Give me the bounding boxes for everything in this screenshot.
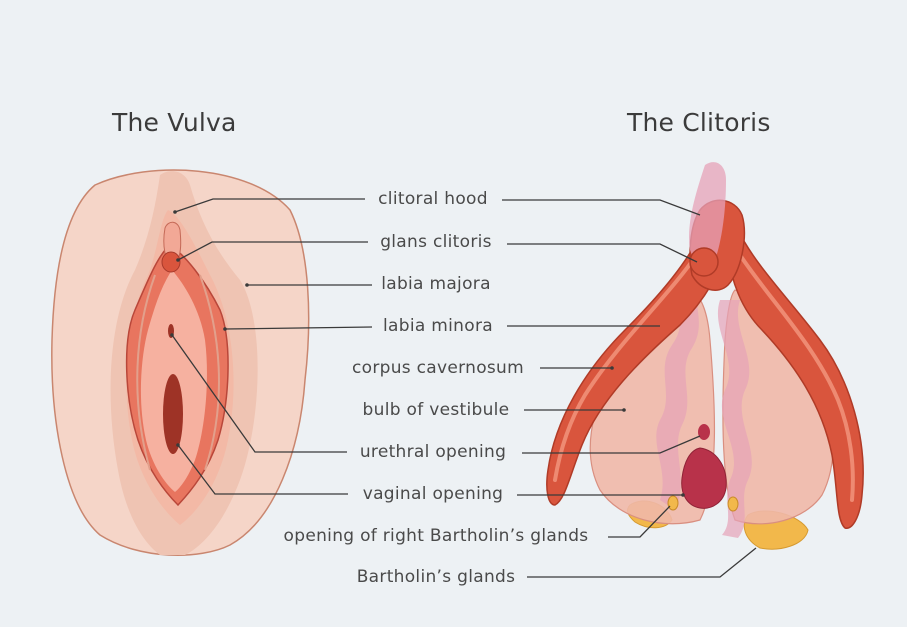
- clitoris-illustration: [546, 162, 864, 550]
- leader-dots: [170, 210, 685, 497]
- urethral-opening: [698, 424, 710, 440]
- leader-dot: [176, 443, 180, 447]
- leader-dot: [223, 327, 227, 331]
- leader-urethral-left: [171, 334, 347, 453]
- leader-urethral-right: [522, 435, 701, 454]
- leader-dot: [176, 258, 180, 262]
- label-corpus-cavernosum: corpus cavernosum: [351, 358, 525, 378]
- label-clitoral-hood: clitoral hood: [378, 189, 488, 209]
- vaginal-opening-vulva: [163, 374, 183, 454]
- leader-dot: [622, 408, 626, 412]
- bulb-pink-wave-right: [717, 300, 752, 538]
- leader-dot: [681, 493, 685, 497]
- labia-majora-fold: [136, 274, 156, 471]
- leader-clitoral-hood-left: [174, 198, 365, 213]
- corpus-cavernosum-left: [546, 223, 729, 506]
- leader-dot: [610, 366, 614, 370]
- leader-glans-right: [507, 243, 698, 263]
- leader-lines: [171, 198, 757, 578]
- leader-dot: [170, 333, 174, 337]
- crus-highlight-right: [738, 253, 855, 502]
- leader-dot: [245, 283, 249, 287]
- vaginal-opening: [681, 447, 727, 509]
- label-bulb-of-vestibule: bulb of vestibule: [362, 400, 510, 420]
- bartholin-opening-right: [667, 495, 679, 511]
- clitoral-hood-pink: [689, 162, 726, 266]
- label-labia-majora: labia majora: [381, 274, 491, 294]
- glans-clitoris: [689, 247, 719, 277]
- label-bartholins-glands: Bartholin’s glands: [356, 567, 516, 587]
- leader-glans-left: [177, 241, 368, 261]
- vulva-illustration: [51, 169, 310, 556]
- vulva-title: The Vulva: [112, 108, 237, 137]
- leader-dot: [173, 210, 177, 214]
- label-labia-minora: labia minora: [383, 316, 493, 336]
- label-glans-clitoris: glans clitoris: [380, 232, 492, 252]
- leader-labia-minora-left: [224, 326, 373, 330]
- leader-vaginal-left: [177, 444, 348, 495]
- clitoris-title: The Clitoris: [627, 108, 771, 137]
- leader-bartholin-glands: [527, 547, 757, 578]
- bartholin-opening-left: [727, 496, 739, 512]
- crus-highlight-left: [553, 248, 702, 482]
- leader-clitoral-hood-right: [502, 199, 701, 216]
- label-vaginal-opening: vaginal opening: [362, 484, 504, 504]
- bulb-pink-wave-left: [656, 278, 699, 510]
- labia-majora-fold: [199, 274, 220, 471]
- leader-bartholin-opening: [608, 505, 671, 538]
- corpus-cavernosum-right: [727, 228, 864, 529]
- label-bartholin-opening: opening of right Bartholin’s glands: [283, 526, 589, 546]
- label-urethral-opening: urethral opening: [359, 442, 507, 462]
- glans-clitoris-vulva: [161, 251, 181, 273]
